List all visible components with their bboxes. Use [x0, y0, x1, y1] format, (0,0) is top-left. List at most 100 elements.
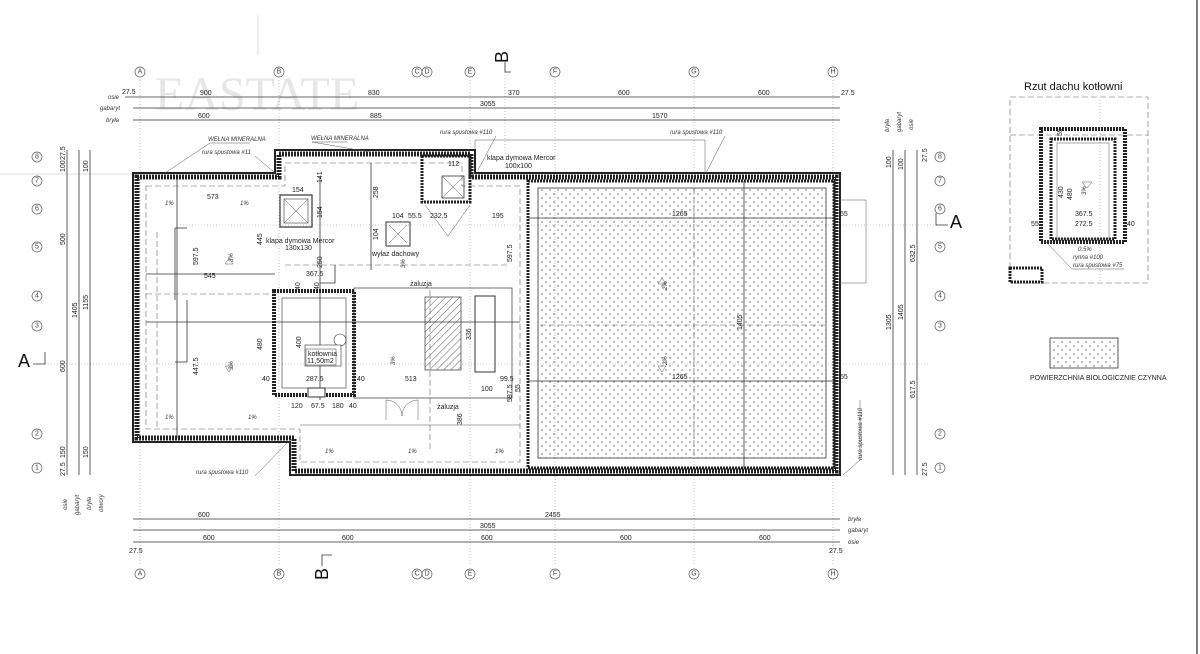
axis-label: 3: [938, 323, 942, 330]
drawing-label: 27.5: [841, 90, 855, 97]
green-roof-area: [537, 187, 827, 459]
drawing-label: 1%: [248, 415, 257, 421]
section-a-right: A: [950, 212, 962, 232]
drawing-label: 3055: [480, 523, 496, 530]
doors: [385, 399, 419, 420]
drawing-label: 597.5: [507, 384, 514, 402]
drawing-label: 150: [60, 446, 67, 458]
inner-dimensions: 573 545 597.5 447.5 445 154 154 141 258 …: [193, 161, 848, 425]
drawing-label: gabaryt: [100, 106, 120, 112]
section-a-left: A: [18, 351, 30, 371]
axis-label: 8: [35, 154, 39, 161]
drawing-label: 55: [1031, 221, 1039, 228]
axis-label: D: [424, 571, 429, 578]
drawing-label: 1%: [165, 415, 174, 421]
axis-label: A: [138, 69, 143, 76]
drawing-label: 1265: [672, 374, 688, 381]
drawing-label: 100: [898, 158, 905, 170]
axis-label: B: [277, 69, 282, 76]
drawing-label: 272.5: [1075, 221, 1093, 228]
drawing-label: 600: [198, 512, 210, 519]
right-dimensions: 100 100 27.5 632.5 1405 1305 617.5 27.5 …: [885, 112, 929, 476]
axis-label: 6: [938, 206, 942, 213]
drawing-label: 27.5: [829, 548, 843, 555]
drawing-label: osie: [848, 540, 860, 546]
axis-numbers-left: 1 2 3 4 5 6 7 8: [31, 151, 43, 474]
drawing-label: 600: [198, 113, 210, 120]
axis-label: D: [424, 69, 429, 76]
drawing-label: 3%: [391, 356, 397, 365]
axis-label: F: [553, 571, 557, 578]
axis-label: A: [138, 571, 143, 578]
inset-title: Rzut dachu kotłowni: [1024, 81, 1122, 93]
drawing-label: 1570: [652, 113, 668, 120]
drawing-label: 2455: [545, 512, 561, 519]
drawing-label: 40: [357, 376, 365, 383]
axis-label: 1: [35, 465, 39, 472]
drawing-label: 0.5%: [1078, 247, 1092, 253]
drawing-label: bryła: [106, 118, 120, 124]
skylight: [474, 295, 496, 373]
drawing-label: 367.5: [1075, 211, 1093, 218]
axis-label: 8: [938, 154, 942, 161]
drawing-label: 3%: [1082, 186, 1088, 195]
drawing-label: 55.5: [408, 213, 422, 220]
drawing-label: 55: [515, 384, 522, 392]
drawing-label: WEŁNA MINERALNA: [311, 136, 369, 142]
drawing-label: 1405: [72, 302, 79, 318]
drawing-label: WEŁNA MINERALNA: [208, 137, 266, 143]
drawing-label: 600: [60, 360, 67, 372]
drawing-label: 600: [481, 535, 493, 542]
drawing-label: 386: [457, 413, 464, 425]
drawing-label: rura spustowa #75: [1073, 263, 1123, 269]
drawing-label: 40: [314, 282, 321, 290]
drawing-label: rura spustowa #110: [196, 470, 249, 476]
drawing-label: 600: [758, 90, 770, 97]
drawing-label: 55: [840, 211, 848, 218]
axis-label: 6: [35, 206, 39, 213]
roof-hatch: [385, 221, 411, 247]
drawing-label: 500: [60, 233, 67, 245]
drawing-label: 367.5: [306, 271, 324, 278]
axis-label: 4: [938, 293, 942, 300]
drawing-label: 1%: [408, 449, 417, 455]
drawing-label: gabaryt: [75, 495, 81, 515]
axis-letters-top: A B C D E F G H: [134, 66, 839, 78]
drawing-label: bryła: [87, 496, 93, 510]
smoke-vent-large: [279, 194, 313, 228]
drawing-label: 120: [291, 403, 303, 410]
drawing-label: 100: [481, 386, 493, 393]
drawing-label: 55: [1057, 128, 1064, 136]
axis-label: 3: [35, 323, 39, 330]
section-b-top: B: [492, 51, 512, 63]
drawing-label: 600: [203, 535, 215, 542]
drawing-label: 1%: [240, 201, 249, 207]
drawing-label: 250: [317, 256, 324, 268]
axis-label: B: [277, 571, 282, 578]
drawing-label: 480: [1067, 188, 1074, 200]
drawing-label: 600: [342, 535, 354, 542]
drawing-label: 430: [1058, 186, 1065, 198]
legend-label: POWIERZCHNIA BIOLOGICZNIE CZYNNA: [1030, 375, 1167, 382]
axis-label: H: [830, 571, 835, 578]
annotations: WEŁNA MINERALNA WEŁNA MINERALNA rura spu…: [164, 130, 864, 477]
axis-label: G: [691, 571, 696, 578]
axis-label: G: [691, 69, 696, 76]
drawing-label: rura spustowa #110: [858, 407, 864, 460]
building-outline: [132, 139, 867, 476]
drawing-label: bryła: [848, 517, 862, 523]
axis-label: 7: [938, 178, 942, 185]
drawing-label: 3%: [229, 253, 235, 262]
axis-label: 5: [938, 244, 942, 251]
section-markers: A A B B: [18, 51, 962, 580]
drawing-label: 1%: [495, 449, 504, 455]
drawing-label: 1305: [886, 314, 893, 330]
legend: POWIERZCHNIA BIOLOGICZNIE CZYNNA: [1030, 337, 1167, 382]
drawing-label: kotłownia: [308, 351, 337, 358]
drawing-label: osie: [63, 498, 69, 510]
drawing-label: 597.5: [193, 247, 200, 265]
drawing-label: 232.5: [430, 213, 448, 220]
drawing-label: 55: [840, 374, 848, 381]
top-dimensions: osie gabaryt bryła 27.5 900 830 370 600 …: [100, 89, 855, 124]
smoke-vent-small: [420, 154, 472, 237]
